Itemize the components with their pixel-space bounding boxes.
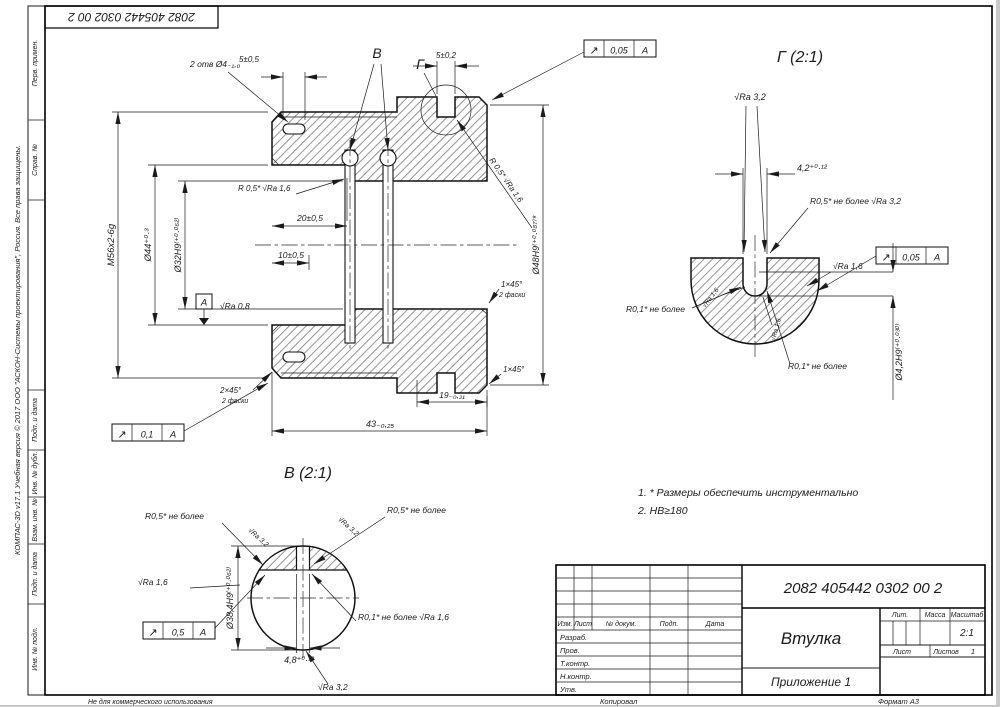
tb-col-sign: Подп. xyxy=(660,620,679,628)
detail-g-ra32-top: √Ra 3,2 xyxy=(734,92,765,102)
dim-dia44: Ø44⁺⁰·³ xyxy=(143,228,154,263)
tol-top-value: 0,05 xyxy=(610,46,629,56)
copied-label: Копировал xyxy=(600,697,638,706)
detail-v-r05-right: R0,5* не более xyxy=(387,505,446,515)
detail-g-r05: R0,5* не более √Ra 3,2 xyxy=(810,196,901,206)
non-commercial-note: Не для коммерческого использования xyxy=(88,698,213,706)
datum-triangle-icon xyxy=(199,318,209,325)
tb-col-izm: Изм. xyxy=(558,621,573,628)
margin-label-podp-data-1: Подп. и дата xyxy=(31,398,39,442)
note-r05-left: R 0,5* √Ra 1,6 xyxy=(238,184,291,193)
sheet-frame: 2082 405442 0302 00 2 Перв. примен. Спра… xyxy=(13,5,993,706)
tol-bot-datum: A xyxy=(169,430,176,441)
tb-col-doc: № докум. xyxy=(606,620,637,628)
tb-lit-label: Лит. xyxy=(891,612,908,619)
detail-g-tol-value: 0,05 xyxy=(902,253,921,263)
detail-v-r05-left: R0,5* не более xyxy=(145,511,204,521)
detail-v-ra16: √Ra 1,6 xyxy=(138,577,168,587)
view-label-b: В xyxy=(372,45,381,61)
tb-row-razrab: Разраб. xyxy=(560,633,587,642)
title-block: Изм. Лист № докум. Подп. Дата Разраб. Пр… xyxy=(555,564,986,696)
detail-v-dia384: Ø38,4H9⁽⁺⁰·⁰⁶²⁾ xyxy=(225,567,235,630)
dim-thread: M56x2-6g xyxy=(106,223,117,266)
tb-mass-label: Масса xyxy=(925,612,946,619)
runout-icon: ↗ xyxy=(117,429,126,441)
canvas-edge-bottom xyxy=(0,705,1000,707)
chamfer-inner-right: 1×45° xyxy=(501,280,523,289)
tb-doc-number: 2082 405442 0302 00 2 xyxy=(783,580,943,597)
tb-sheet-label: Лист xyxy=(892,649,911,656)
technical-notes: 1. * Размеры обеспечить инструментально … xyxy=(637,487,858,517)
runout-icon: ↗ xyxy=(148,627,157,639)
roughness-ra08: √Ra 0,8 xyxy=(220,301,250,311)
dim-slot-width: 5±0,5 xyxy=(239,55,260,64)
detail-g: Г (2:1) √Ra 3,2 4,2⁺⁰·¹² R0,5* не более … xyxy=(626,49,949,400)
dim-20: 20±0,5 xyxy=(296,213,323,223)
tol-bot-value: 0,1 xyxy=(141,430,154,440)
note-1: 1. * Размеры обеспечить инструментально xyxy=(638,487,858,499)
detail-g-title: Г (2:1) xyxy=(777,49,823,66)
margin-label-perv-primen: Перв. примен. xyxy=(32,40,39,87)
tb-sheets-value: 1 xyxy=(971,647,975,656)
detail-g-dim42: 4,2⁺⁰·¹² xyxy=(797,163,828,173)
detail-v-tol-value: 0,5 xyxy=(172,628,186,638)
dim-dia32: Ø32H9⁽⁺⁰·⁰⁶²⁾ xyxy=(173,218,183,274)
detail-g-tol-datum: A xyxy=(933,253,940,264)
detail-g-ra16: √Ra 1,6 xyxy=(833,261,863,271)
detail-v-r01: R0,1* не более √Ra 1,6 xyxy=(358,612,449,622)
chamfer-outer-right: 1×45° xyxy=(503,365,525,374)
dim-19: 19₋₀,₂₁ xyxy=(439,390,465,400)
margin-label-vzam-inv: Взам. инв. № xyxy=(32,498,39,542)
canvas-edge-right xyxy=(996,0,1000,707)
dim-groove-5: 5±0,2 xyxy=(436,51,457,60)
tb-row-prov: Пров. xyxy=(560,646,580,655)
tol-top-datum: A xyxy=(641,46,648,57)
tb-row-tkontr: Т.контр. xyxy=(560,659,590,668)
tb-appendix: Приложение 1 xyxy=(771,675,851,689)
tb-part-name: Втулка xyxy=(781,629,842,648)
chamfer-inner-right-note: 2 фаски xyxy=(498,292,525,299)
tb-sheets-label: Листов xyxy=(932,649,959,656)
dim-43: 43₋₀,₂₅ xyxy=(366,419,394,429)
margin-label-inv-dubl: Инв. № дубл. xyxy=(31,451,39,494)
format-label: Формат A3 xyxy=(878,697,920,706)
dim-10: 10±0,5 xyxy=(278,250,304,260)
tb-scale-value: 2:1 xyxy=(959,628,974,639)
detail-v-ra32-bottom: √Ra 3,2 xyxy=(318,682,348,692)
margin-label-inv-podl: Инв. № подл. xyxy=(31,627,39,670)
tb-col-date: Дата xyxy=(705,621,725,628)
detail-v-dim48: 4,8⁺⁰·¹² xyxy=(284,655,315,665)
tb-row-nkontr: Н.контр. xyxy=(560,672,592,681)
detail-v-tol-datum: A xyxy=(199,628,206,639)
margin-label-podp-data-2: Подп. и дата xyxy=(31,552,39,596)
detail-v-title: В (2:1) xyxy=(284,465,332,482)
main-view-dimensions: M56x2-6g Ø44⁺⁰·³ Ø32H9⁽⁺⁰·⁰⁶²⁾ 20±0,5 10… xyxy=(106,39,657,442)
detail-g-r01-left: R0,1* не более xyxy=(626,304,685,314)
datum-a-label: A xyxy=(200,298,207,309)
top-stamp-number: 2082 405442 0302 00 2 xyxy=(68,10,196,24)
kompas-watermark: КОМПАС-3D v17.1 Учебная версия © 2017 ОО… xyxy=(13,145,22,555)
runout-icon: ↗ xyxy=(589,45,598,57)
detail-g-callout-circle xyxy=(420,84,472,136)
detail-g-r01-bottom: R0,1* не более xyxy=(788,361,847,371)
chamfer-left-note: 2 фаски xyxy=(221,398,248,405)
main-view-geometry xyxy=(255,84,520,394)
chamfer-left: 2×45° xyxy=(219,386,242,395)
view-label-g: Г xyxy=(416,56,425,72)
tb-scale-label: Масштаб xyxy=(951,611,985,619)
note-2: 2. HB≥180 xyxy=(637,505,688,517)
dim-dia48: Ø48H9⁽⁺⁰·⁰⁸⁷⁾* xyxy=(531,215,541,275)
margin-label-sprav: Справ. № xyxy=(32,144,39,176)
detail-g-dia42: Ø4,2H9⁽⁺⁰·⁰³⁰⁾ xyxy=(894,323,904,381)
tb-row-utv: Утв. xyxy=(559,685,577,694)
runout-icon: ↗ xyxy=(881,252,890,264)
note-2-holes: 2 отв Ø4₋₁,₀ xyxy=(189,59,241,69)
tb-col-list: Лист xyxy=(573,621,592,628)
